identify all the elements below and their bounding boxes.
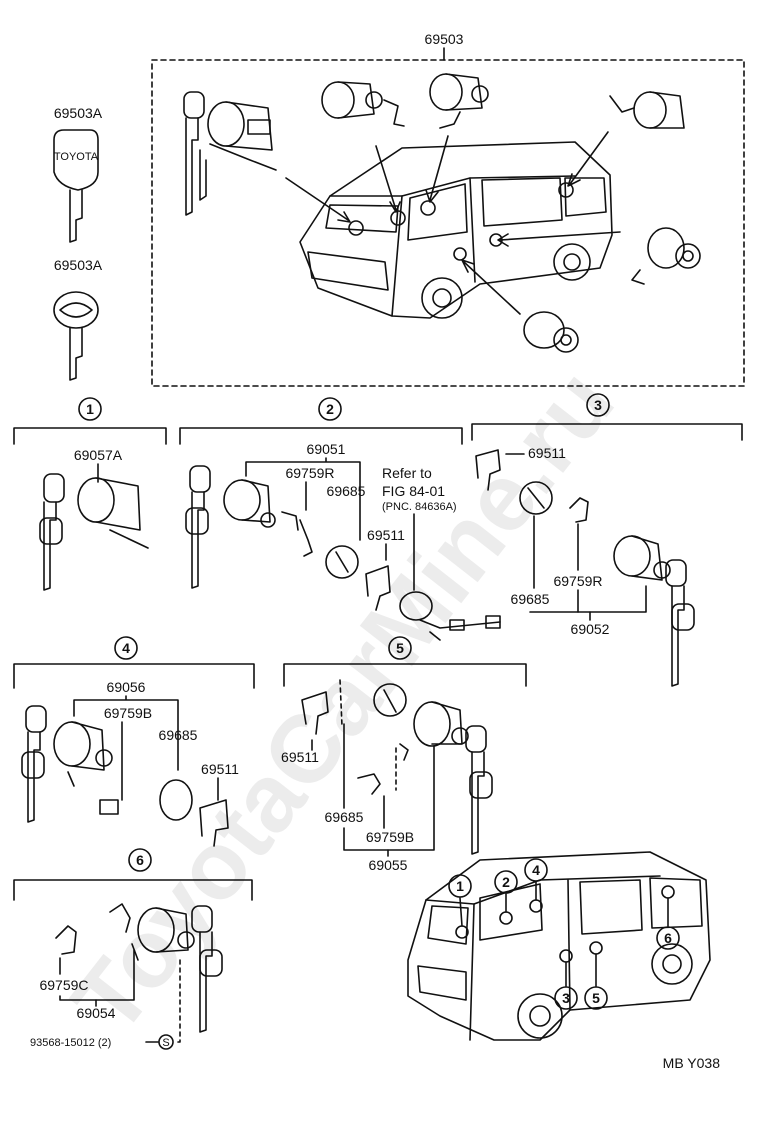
svg-text:5: 5 xyxy=(592,990,600,1006)
van-location-marker-3: 3 xyxy=(554,986,578,1010)
key-cylinder-set-top-left xyxy=(183,91,277,216)
door-cylinder-top-c xyxy=(609,91,685,129)
door-cylinder-group-4 xyxy=(21,705,229,847)
label-69511-3: 69511 xyxy=(528,445,566,461)
label-69057a: 69057A xyxy=(74,447,123,463)
figure-code: MB Y038 xyxy=(663,1055,721,1071)
door-cylinder-top-a xyxy=(321,81,405,127)
door-cylinder-group-2 xyxy=(185,465,501,641)
svg-text:4: 4 xyxy=(122,640,130,656)
label-69056: 69056 xyxy=(107,679,146,695)
svg-text:2: 2 xyxy=(502,874,510,890)
van-illustration-top xyxy=(299,141,613,319)
label-main-assembly: 69503 xyxy=(425,31,464,47)
door-cylinder-top-d xyxy=(631,227,701,285)
label-69685-4: 69685 xyxy=(159,727,198,743)
svg-text:2: 2 xyxy=(326,401,334,417)
label-69052: 69052 xyxy=(571,621,610,637)
label-bolt: 93568-15012 (2) xyxy=(30,1037,111,1049)
svg-text:4: 4 xyxy=(532,862,540,878)
group-4-bracket xyxy=(13,663,255,689)
label-69511-5: 69511 xyxy=(281,749,319,765)
note-refer-to: Refer to xyxy=(382,465,432,481)
svg-text:1: 1 xyxy=(86,401,94,417)
label-69511-4: 69511 xyxy=(201,761,239,777)
group-2-bracket xyxy=(179,427,463,445)
group-1-marker: 1 xyxy=(78,397,102,421)
group-5-bracket xyxy=(283,663,527,687)
group-6-marker: 6 xyxy=(128,848,152,872)
group-5-marker: 5 xyxy=(388,636,412,660)
label-key-2: 69503A xyxy=(54,257,103,273)
note-pnc: (PNC. 84636A) xyxy=(382,501,457,513)
label-69685-2: 69685 xyxy=(327,483,366,499)
label-69759b-5: 69759B xyxy=(366,829,414,845)
group-1-bracket xyxy=(13,427,167,445)
label-69759r-2: 69759R xyxy=(285,465,334,481)
key-icon xyxy=(53,291,99,381)
label-69054: 69054 xyxy=(77,1005,116,1021)
svg-text:6: 6 xyxy=(136,852,144,868)
door-cylinder-top-e xyxy=(523,311,579,353)
label-69051: 69051 xyxy=(307,441,346,457)
group-4-marker: 4 xyxy=(114,636,138,660)
ignition-cylinder-group-1 xyxy=(39,473,149,591)
location-arrows xyxy=(285,131,621,315)
label-69759b-4: 69759B xyxy=(104,705,152,721)
label-69055: 69055 xyxy=(369,857,408,873)
van-location-marker-5: 5 xyxy=(584,986,608,1010)
key-brand-label: TOYOTA xyxy=(54,151,99,163)
van-location-marker-6: 6 xyxy=(656,926,680,950)
label-key-1: 69503A xyxy=(54,105,103,121)
main-assembly-box xyxy=(151,59,745,387)
group-3-marker: 3 xyxy=(586,393,610,417)
svg-text:3: 3 xyxy=(562,990,570,1006)
label-69759r-3: 69759R xyxy=(553,573,602,589)
door-cylinder-group-5 xyxy=(301,679,493,855)
svg-text:S: S xyxy=(162,1037,169,1049)
door-cylinder-top-b xyxy=(429,73,489,129)
label-69511-2: 69511 xyxy=(367,527,405,543)
group-6-bracket xyxy=(13,879,253,901)
van-location-marker-1: 1 xyxy=(448,874,472,898)
van-location-marker-2: 2 xyxy=(494,870,518,894)
bolt-symbol: S xyxy=(158,1034,174,1050)
label-69759c: 69759C xyxy=(39,977,88,993)
svg-text:6: 6 xyxy=(664,930,672,946)
note-fig: FIG 84-01 xyxy=(382,483,445,499)
key-icon: TOYOTA xyxy=(53,129,99,243)
group-2-marker: 2 xyxy=(318,397,342,421)
door-cylinder-group-3 xyxy=(475,449,695,687)
svg-text:5: 5 xyxy=(396,640,404,656)
van-location-marker-4: 4 xyxy=(524,858,548,882)
svg-text:1: 1 xyxy=(456,878,464,894)
door-cylinder-group-6 xyxy=(55,903,223,1033)
label-69685-5: 69685 xyxy=(325,809,364,825)
van-illustration-bottom xyxy=(407,851,711,1041)
group-3-bracket xyxy=(471,423,743,441)
svg-text:3: 3 xyxy=(594,397,602,413)
label-69685-3: 69685 xyxy=(511,591,550,607)
